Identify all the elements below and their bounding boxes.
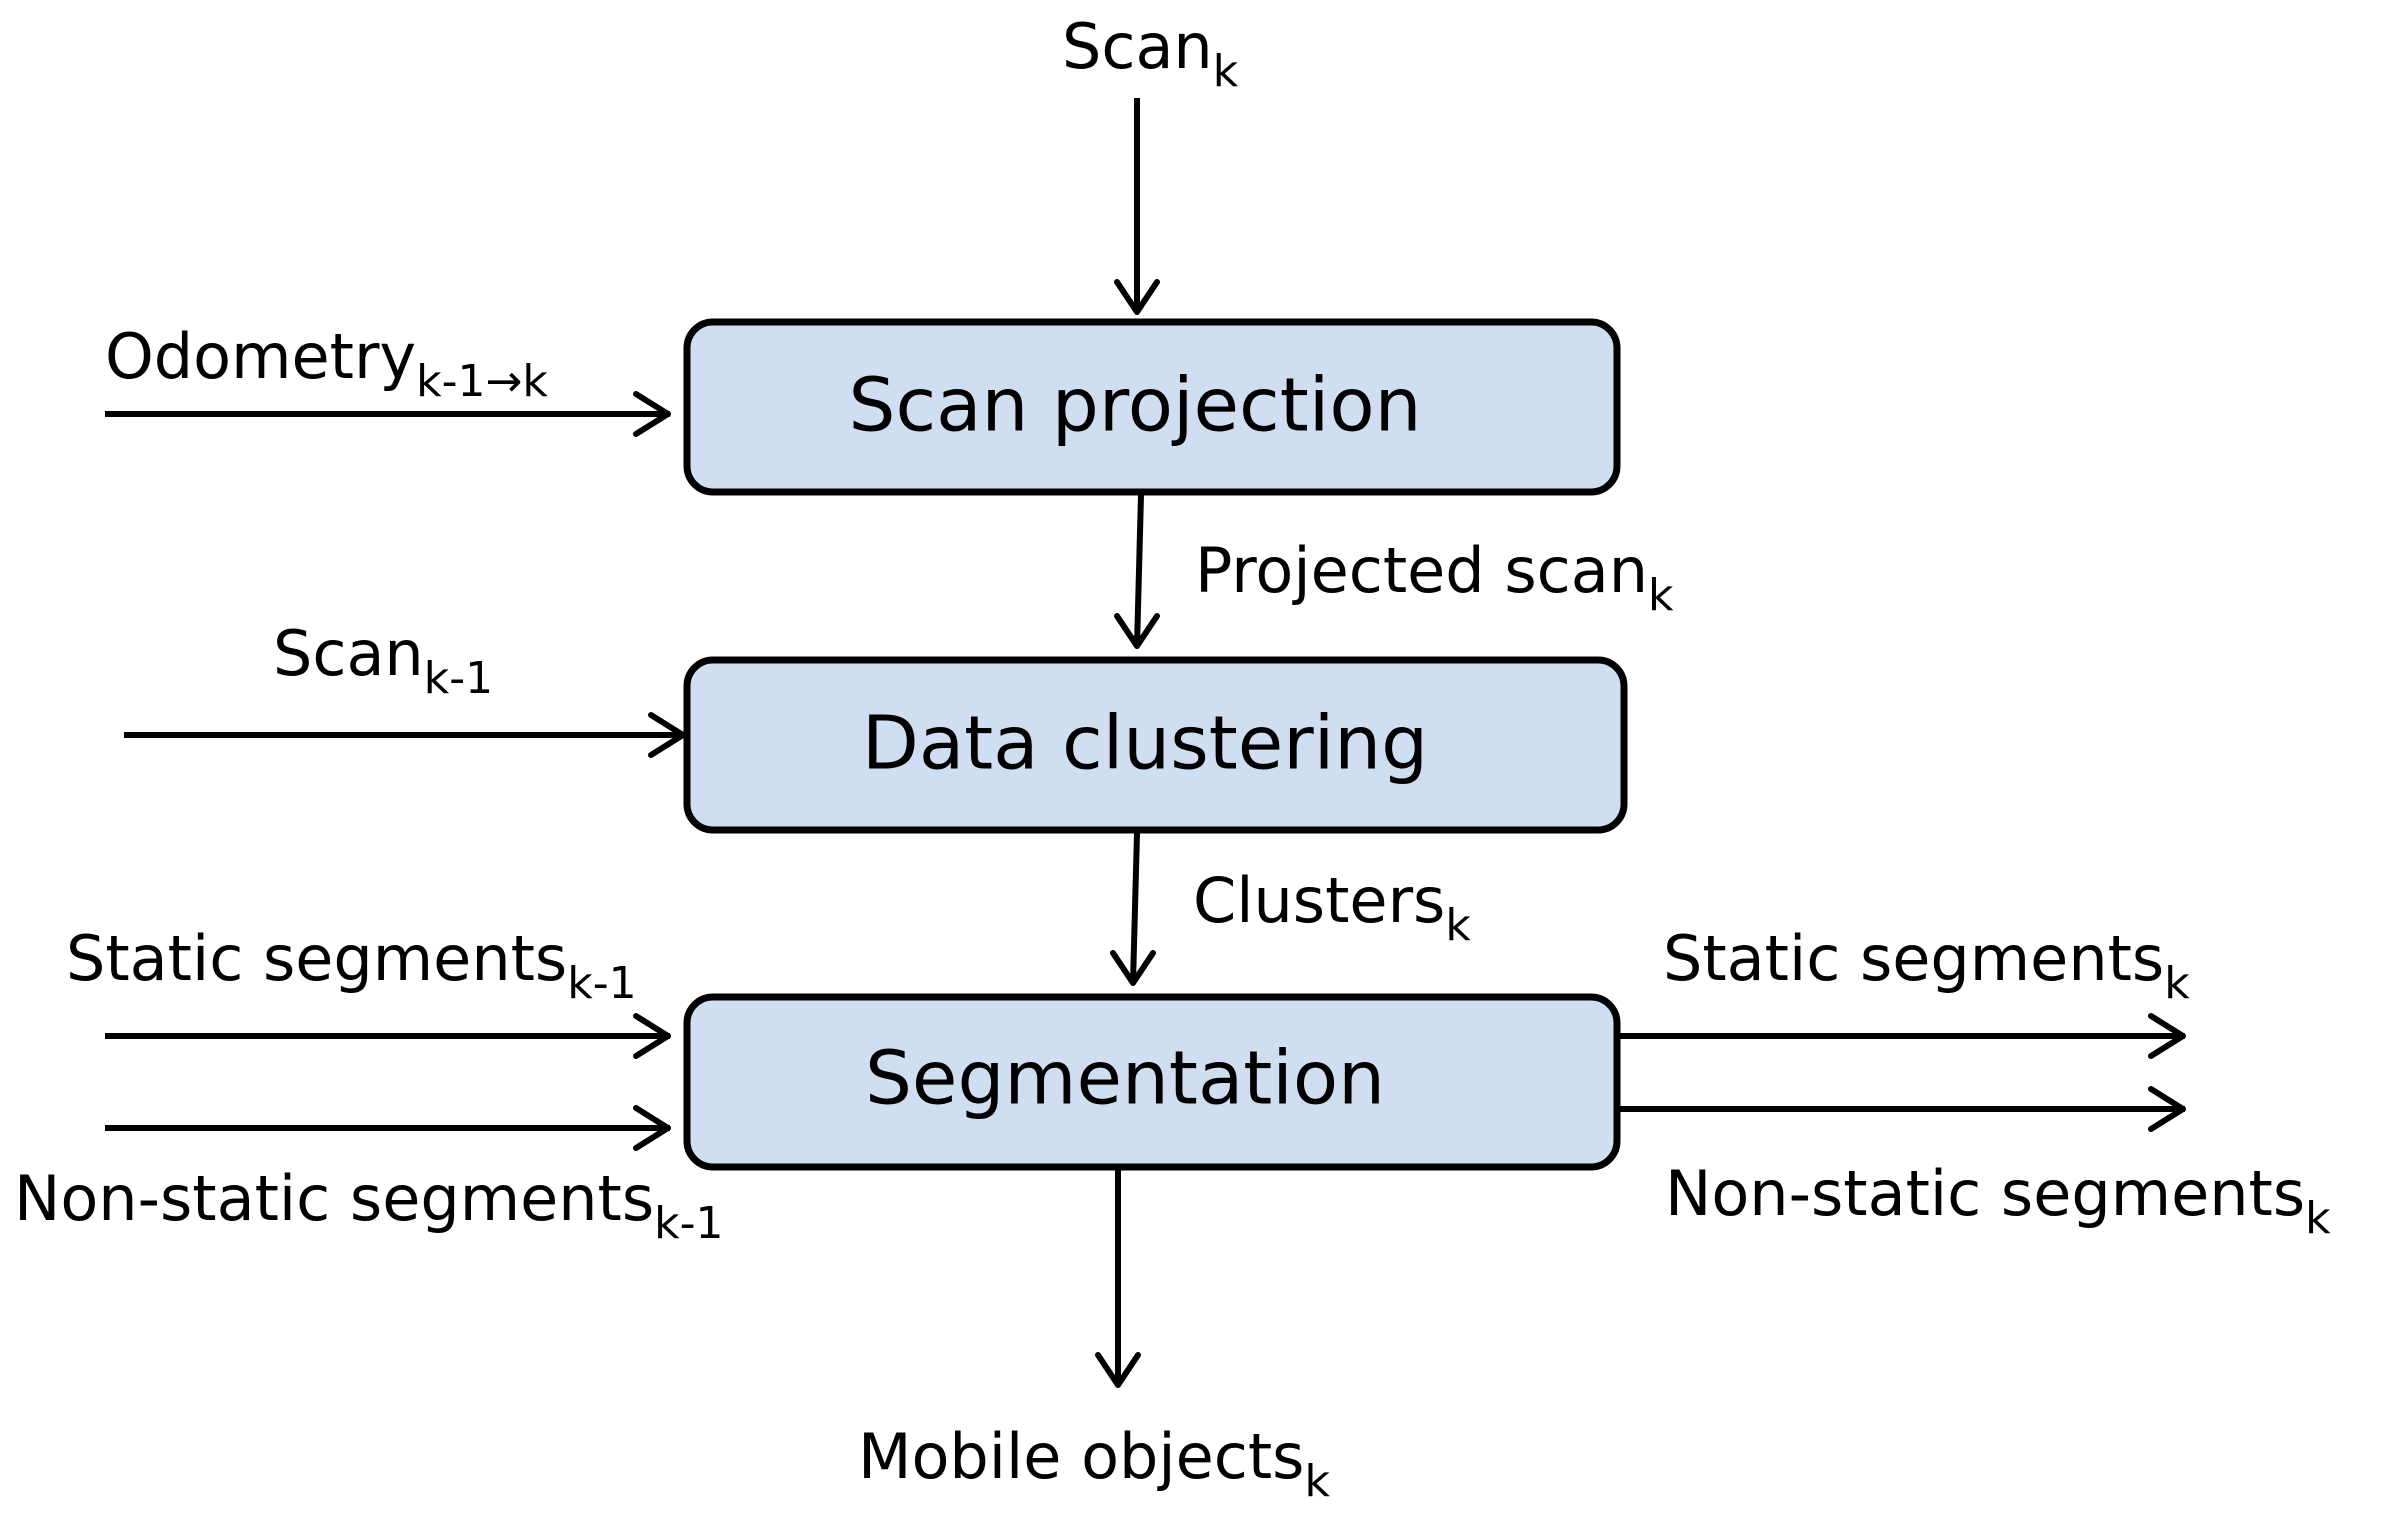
arrow-non-static-segments-out <box>1620 1086 2186 1132</box>
label-projected-scan: Projected scank <box>1195 534 1674 621</box>
arrow-static-segments-out <box>1620 1013 2186 1059</box>
label-non-static-segments-in: Non-static segmentsk-1 <box>14 1162 724 1249</box>
arrow-projected-scan <box>1114 494 1160 649</box>
data-clustering-label: Data clustering <box>862 701 1428 787</box>
arrow-odometry-in <box>105 391 671 437</box>
segmentation-box: Segmentation <box>683 993 1621 1171</box>
arrow-clusters <box>1110 832 1156 986</box>
arrow-non-static-segments-in <box>105 1105 671 1151</box>
scan-projection-box: Scan projection <box>683 318 1621 496</box>
arrow-mobile-objects-out <box>1095 1169 1141 1388</box>
arrow-static-segments-in <box>105 1013 671 1059</box>
label-scan-k: Scank <box>1062 10 1239 97</box>
arrow-scan-k-minus-1-in <box>124 712 686 758</box>
label-scan-k-minus-1: Scank-1 <box>273 617 493 704</box>
label-static-segments-out: Static segmentsk <box>1663 922 2190 1009</box>
segmentation-label: Segmentation <box>865 1036 1385 1122</box>
label-mobile-objects: Mobile objectsk <box>858 1420 1330 1507</box>
label-non-static-segments-out: Non-static segmentsk <box>1665 1157 2331 1244</box>
label-clusters: Clustersk <box>1193 864 1471 951</box>
label-odometry: Odometryk-1→k <box>105 320 548 407</box>
scan-projection-label: Scan projection <box>849 363 1422 449</box>
data-clustering-box: Data clustering <box>683 656 1628 834</box>
arrow-scan-in <box>1114 98 1160 315</box>
label-static-segments-in: Static segmentsk-1 <box>66 922 637 1009</box>
